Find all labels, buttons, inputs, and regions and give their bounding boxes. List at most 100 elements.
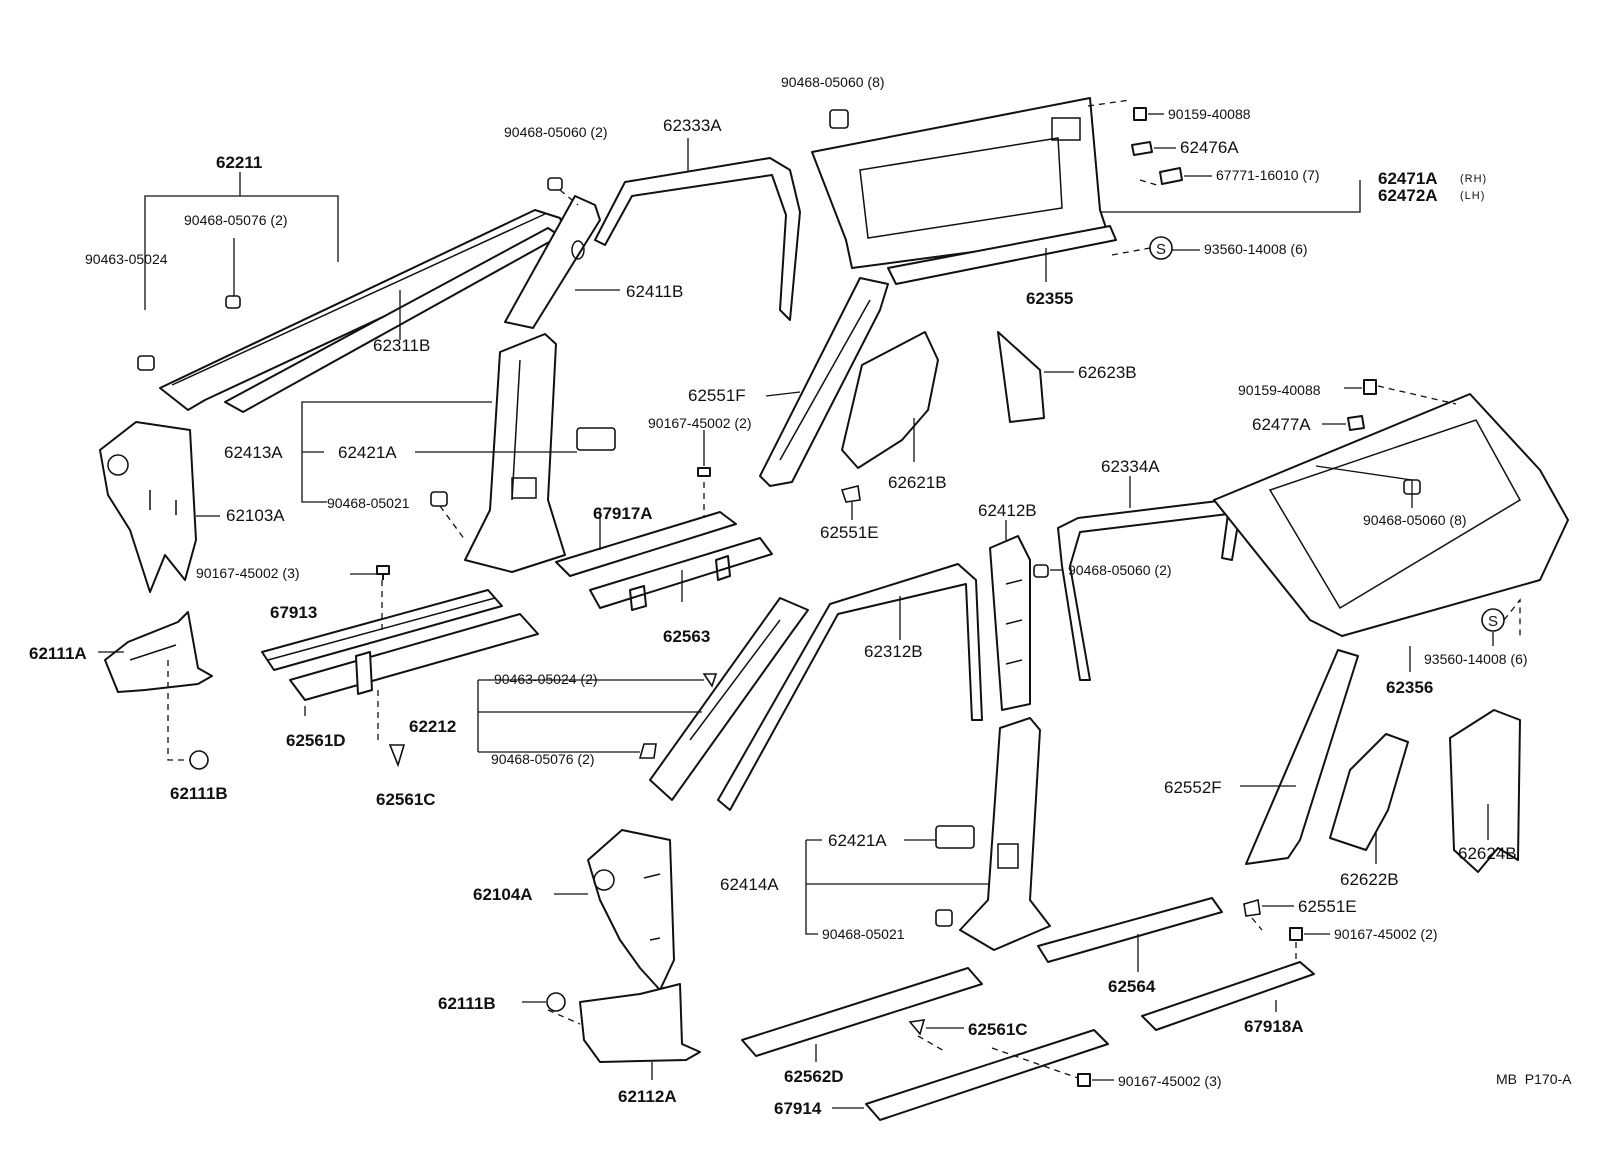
label-62551e-top: 62551E	[820, 523, 879, 542]
bolt-90159-40088-top	[1133, 107, 1147, 121]
leader-62212-bracket	[477, 679, 704, 753]
clip-67771-16010	[1159, 167, 1183, 185]
part-62311b-front-pillar-garnish	[159, 209, 566, 413]
part-62623b-trim-piece	[997, 331, 1045, 423]
label-62334a: 62334A	[1101, 457, 1160, 476]
part-62412b-center-pillar-upper	[989, 535, 1031, 711]
clip-62477a	[1347, 415, 1365, 431]
label-62413a: 62413A	[224, 443, 283, 462]
dash-62111b-bot	[547, 1009, 581, 1025]
part-67918a-scuff-plate-rear	[1141, 961, 1315, 1031]
bolt-90167-45002-mid	[697, 467, 711, 477]
label-90167-45002-2-mid: 90167-45002 (2)	[648, 415, 752, 431]
symbol-s-top	[1149, 236, 1173, 260]
label-62551e-bot: 62551E	[1298, 897, 1357, 916]
part-62622b-wheelhouse-trim-right	[1329, 733, 1409, 851]
dash-top-right-fasteners	[1087, 99, 1161, 256]
label-62312b: 62312B	[864, 642, 923, 661]
clip-62111b-top	[189, 750, 209, 770]
label-62212: 62212	[409, 717, 457, 736]
dash-62111a	[167, 660, 192, 761]
label-62414a: 62414A	[720, 875, 779, 894]
label-90167-45002-3-top: 90167-45002 (3)	[196, 565, 300, 581]
leader-62211	[144, 172, 339, 310]
part-62551f-quarter-trim	[759, 277, 889, 487]
label-90468-05060-2-mid: 90468-05060 (2)	[1068, 562, 1172, 578]
part-62334a-weatherstrip	[1057, 499, 1241, 681]
part-62562d-front-door-trim	[741, 967, 983, 1057]
label-62472a-side: (LH)	[1460, 190, 1486, 202]
label-62622b: 62622B	[1340, 870, 1399, 889]
label-62471a-side: (RH)	[1460, 173, 1488, 185]
leader-62471a-bracket	[1100, 180, 1361, 213]
clip-90468-05076-bot	[638, 743, 657, 759]
symbol-s-top-text: S	[1156, 241, 1166, 258]
label-62477a: 62477A	[1252, 415, 1311, 434]
leader-62413a-bracket	[301, 401, 577, 503]
bolt-90159-40088-right	[1363, 379, 1377, 395]
part-62563-rear-door-trim	[589, 537, 773, 611]
label-62561c-top: 62561C	[376, 790, 436, 809]
sheet-code: MB P170-A	[1496, 1071, 1572, 1087]
part-62411b-pillar-trim	[504, 195, 601, 329]
label-62411b: 62411B	[626, 282, 684, 301]
label-62311b: 62311B	[373, 336, 431, 355]
label-62111b-top: 62111B	[170, 784, 228, 803]
label-90468-05021-top: 90468-05021	[327, 495, 410, 511]
dash-90159-40088-right	[1377, 385, 1457, 405]
clip-62561c-top	[388, 744, 406, 768]
part-67914-scuff-plate	[865, 1029, 1109, 1121]
label-90159-40088-right: 90159-40088	[1238, 382, 1321, 398]
part-62355-trim-strip	[887, 225, 1117, 285]
part-62624b-trim-panel	[1449, 709, 1521, 873]
label-62624b: 62624B	[1458, 844, 1517, 863]
label-62564: 62564	[1108, 977, 1156, 996]
clip-90468-05060-8-top	[829, 109, 849, 129]
label-90468-05060-8-right: 90468-05060 (8)	[1363, 512, 1467, 528]
label-62421a-bot: 62421A	[828, 831, 887, 850]
label-67771-16010-7: 67771-16010 (7)	[1216, 167, 1320, 183]
part-62621b-wheelhouse-trim	[841, 331, 939, 469]
bolt-90167-45002-bot3	[1077, 1073, 1091, 1087]
label-67918a: 67918A	[1244, 1017, 1304, 1036]
label-62621b: 62621B	[888, 473, 947, 492]
leader-62414a-bracket	[805, 839, 990, 935]
clip-90463-05024-2	[702, 673, 718, 688]
part-62561d-door-opening-trim	[289, 613, 539, 701]
symbol-s-right-text: S	[1488, 613, 1498, 630]
clip-90468-05021-top	[430, 491, 448, 507]
label-62211: 62211	[216, 153, 263, 172]
clip-62421a-bot	[935, 825, 975, 849]
label-67913: 67913	[270, 603, 318, 622]
label-62471a: 62471A	[1378, 169, 1438, 188]
label-62476a: 62476A	[1180, 138, 1239, 157]
label-90468-05060-2-top: 90468-05060 (2)	[504, 124, 608, 140]
part-62414a-center-pillar-lower	[959, 717, 1051, 951]
label-90463-05024-2: 90463-05024 (2)	[494, 671, 598, 687]
label-62562d: 62562D	[784, 1067, 844, 1086]
label-62412b: 62412B	[978, 501, 1037, 520]
part-62356-rear-quarter-trim-right	[1213, 393, 1569, 637]
dash-90468-05060-top	[559, 189, 579, 206]
label-67914: 67914	[774, 1099, 822, 1118]
part-67917a-scuff-plate-rear	[555, 511, 737, 577]
label-62356: 62356	[1386, 678, 1434, 697]
clip-90463-05024	[137, 355, 155, 371]
label-67917a: 67917A	[593, 504, 653, 523]
label-62111a: 62111A	[29, 644, 87, 663]
clip-62476a	[1131, 141, 1153, 156]
label-62623b: 62623B	[1078, 363, 1137, 382]
bolt-90167-45002-top	[376, 565, 390, 580]
label-62103a: 62103A	[226, 506, 285, 525]
part-62212-rear-pillar-trim	[649, 597, 809, 801]
label-62561d: 62561D	[286, 731, 346, 750]
leader-90468-05060-8-right	[1315, 465, 1413, 508]
clip-62421a-top	[576, 427, 616, 451]
label-90167-45002-2-bot: 90167-45002 (2)	[1334, 926, 1438, 942]
label-62421a-top: 62421A	[338, 443, 397, 462]
part-62111a-kick-panel	[104, 611, 213, 693]
label-90468-05021-bot: 90468-05021	[822, 926, 905, 942]
label-62551f: 62551F	[688, 386, 746, 405]
part-62104a-cowl-side-trim-lower	[587, 829, 675, 991]
clip-62551e-bot	[1243, 898, 1261, 917]
